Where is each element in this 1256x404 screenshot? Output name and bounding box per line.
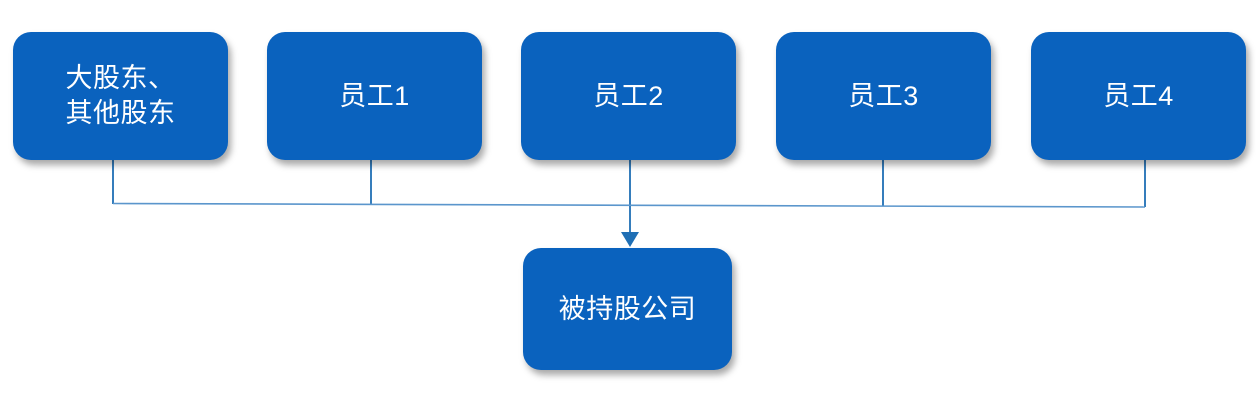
node-label: 员工1 [339, 80, 410, 111]
node-held-company[interactable]: 被持股公司 [523, 248, 732, 370]
arrowhead-icon [621, 232, 639, 247]
node-employee-1[interactable]: 员工1 [267, 32, 482, 160]
node-label: 员工3 [848, 80, 919, 111]
node-label: 被持股公司 [558, 293, 697, 324]
node-major-and-other-shareholders[interactable]: 大股东、 其他股东 [13, 32, 228, 160]
node-label: 员工4 [1103, 80, 1174, 111]
node-employee-4[interactable]: 员工4 [1031, 32, 1246, 160]
connector-horizontal-bus [112, 202, 1146, 208]
node-label: 大股东、 其他股东 [65, 63, 176, 128]
node-employee-3[interactable]: 员工3 [776, 32, 991, 160]
node-employee-2[interactable]: 员工2 [521, 32, 736, 160]
node-label: 员工2 [593, 80, 664, 111]
